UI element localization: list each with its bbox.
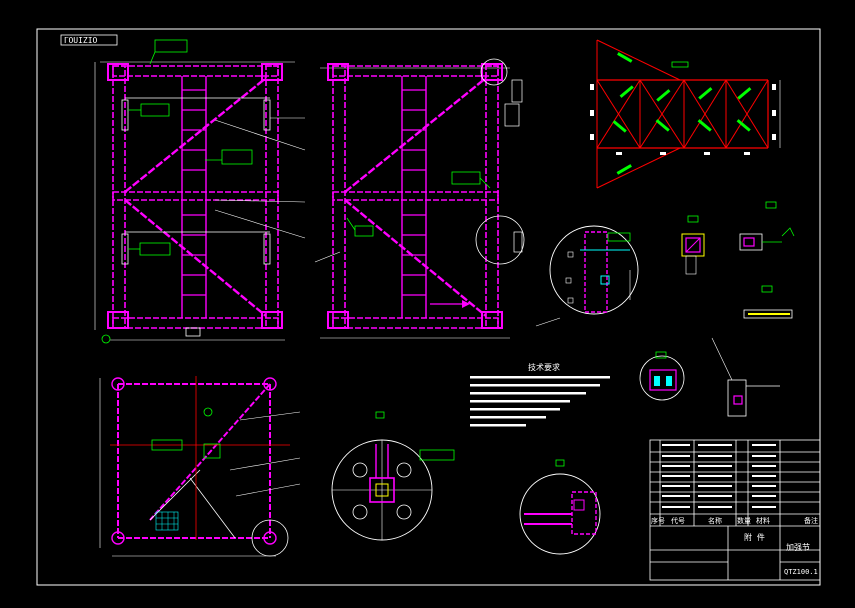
front-elevation-view <box>94 39 306 344</box>
header-qty: 数量 <box>737 516 751 525</box>
corner-tag: ᒥOUIZIO <box>64 36 98 45</box>
detail-circle-small <box>639 337 780 417</box>
title-block <box>649 439 821 581</box>
section-box-detail <box>681 201 795 319</box>
technical-requirements: 技术要求 <box>470 362 610 427</box>
tech-title: 技术要求 <box>528 362 560 372</box>
jib-lattice-view <box>590 39 781 189</box>
weld-detail-circle <box>519 459 601 555</box>
title-subtitle: 附 件 <box>744 532 765 542</box>
header-name: 名称 <box>708 516 722 525</box>
title-block-header-cells: 序号 代号 名称 数量 材料 备注 <box>651 516 818 525</box>
drawing-number: QTZ100.1 <box>784 568 818 576</box>
drawing-frame <box>36 28 821 586</box>
node-detail-circle <box>331 411 455 541</box>
side-elevation-view <box>314 58 525 339</box>
header-remark: 备注 <box>804 516 818 525</box>
plan-view <box>99 376 301 557</box>
title-block-rows <box>662 444 776 508</box>
detail-circle-large <box>535 225 639 327</box>
header-material: 材料 <box>756 516 770 525</box>
header-code: 代号 <box>671 516 685 525</box>
corner-tag-box <box>60 34 118 46</box>
part-name: 加强节 <box>786 542 810 552</box>
header-seq: 序号 <box>651 516 665 525</box>
